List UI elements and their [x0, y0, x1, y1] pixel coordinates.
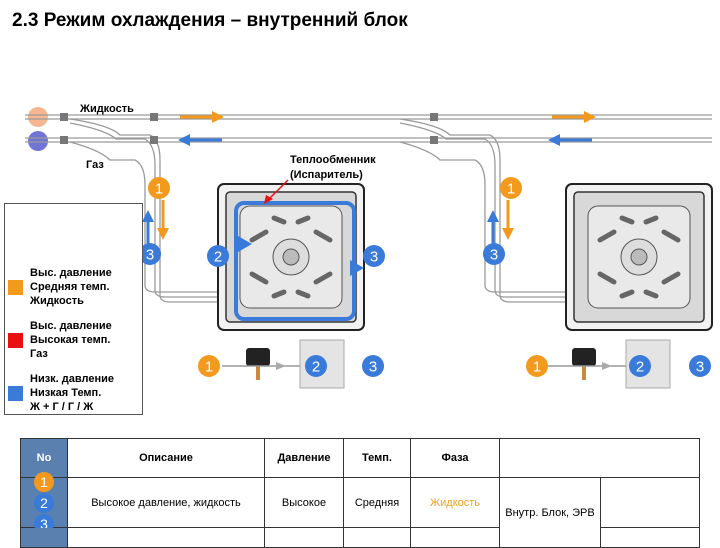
row-empty-cell — [600, 477, 700, 528]
row-number-cell: 1 2 3 — [20, 472, 68, 534]
expansion-valve-2 — [548, 339, 671, 389]
row-description: Высокое давление, жидкость — [67, 477, 265, 528]
col-description: Описание — [67, 438, 265, 478]
legend-liquid-line1: Выс. давление — [30, 267, 112, 279]
flow-arrow-liquid-2 — [552, 111, 596, 123]
marker-2-valve2: 2 — [636, 359, 644, 376]
marker-1-valve1: 1 — [205, 359, 213, 376]
row-badge-1: 1 — [34, 472, 54, 492]
marker-3b-unit1: 3 — [370, 249, 378, 266]
col-pressure: Давление — [264, 438, 344, 478]
col-no: No — [20, 438, 68, 478]
marker-3-valve2: 3 — [696, 359, 704, 376]
marker-2-valve1: 2 — [312, 359, 320, 376]
hx-outlet-arrow-icon — [350, 260, 364, 276]
heat-exchanger-label: Теплообменник — [290, 154, 376, 166]
indoor-unit-2 — [565, 183, 713, 331]
liquid-connector-icon — [28, 107, 48, 127]
table-header-row: No Описание Давление Темп. Фаза — [20, 438, 700, 478]
legend-liquid-line3: Жидкость — [30, 295, 84, 307]
marker-1-unit2: 1 — [507, 181, 515, 198]
legend-hotgas-line2: Высокая темп. — [30, 334, 111, 346]
table-row: 1 2 3 Высокое давление, жидкость Высокое… — [20, 472, 700, 548]
evaporator-label: (Испаритель) — [290, 169, 363, 181]
arrow-down-liquid-2 — [502, 200, 514, 240]
legend-low-line1: Низк. давление — [30, 373, 114, 385]
low-pressure-swatch — [8, 386, 23, 401]
indoor-unit-1 — [217, 183, 365, 331]
legend-liquid-line2: Средняя темп. — [30, 281, 110, 293]
page-title: 2.3 Режим охлаждения – внутренний блок — [12, 10, 408, 31]
legend-box: Выс. давление Средняя темп. Жидкость Выс… — [4, 203, 143, 415]
flow-arrow-liquid-1 — [180, 111, 224, 123]
marker-1-unit1: 1 — [155, 181, 163, 198]
row-pressure: Высокое — [264, 477, 344, 528]
flow-arrow-gas-2 — [548, 134, 592, 146]
marker-2-unit1: 2 — [214, 249, 222, 266]
row-badge-2: 2 — [34, 493, 54, 513]
row-temp: Средняя — [343, 477, 411, 528]
row-phase: Жидкость — [410, 477, 500, 528]
marker-1-valve2: 1 — [533, 359, 541, 376]
row-location: Внутр. Блок, ЭРВ — [499, 477, 601, 548]
legend-hotgas-line1: Выс. давление — [30, 320, 112, 332]
legend-hotgas-line3: Газ — [30, 348, 48, 360]
state-table: No Описание Давление Темп. Фаза 1 2 3 Вы… — [20, 438, 700, 548]
hx-inlet-arrow-icon — [238, 236, 252, 252]
legend-low-line2: Низкая Темп. — [30, 387, 102, 399]
col-temp: Темп. — [343, 438, 411, 478]
flow-arrow-gas-1 — [178, 134, 222, 146]
col-extra — [499, 438, 700, 478]
marker-3-unit2: 3 — [490, 247, 498, 264]
gas-connector-icon — [28, 131, 48, 151]
hot-gas-swatch — [8, 333, 23, 348]
col-phase: Фаза — [410, 438, 500, 478]
legend-low-line3: Ж + Г / Г / Ж — [30, 401, 94, 413]
arrow-down-liquid-1 — [157, 200, 169, 240]
liquid-label: Жидкость — [79, 103, 134, 115]
gas-label: Газ — [86, 159, 104, 171]
marker-3-unit1: 3 — [146, 247, 154, 264]
liquid-swatch — [8, 280, 23, 295]
marker-3-valve1: 3 — [369, 359, 377, 376]
